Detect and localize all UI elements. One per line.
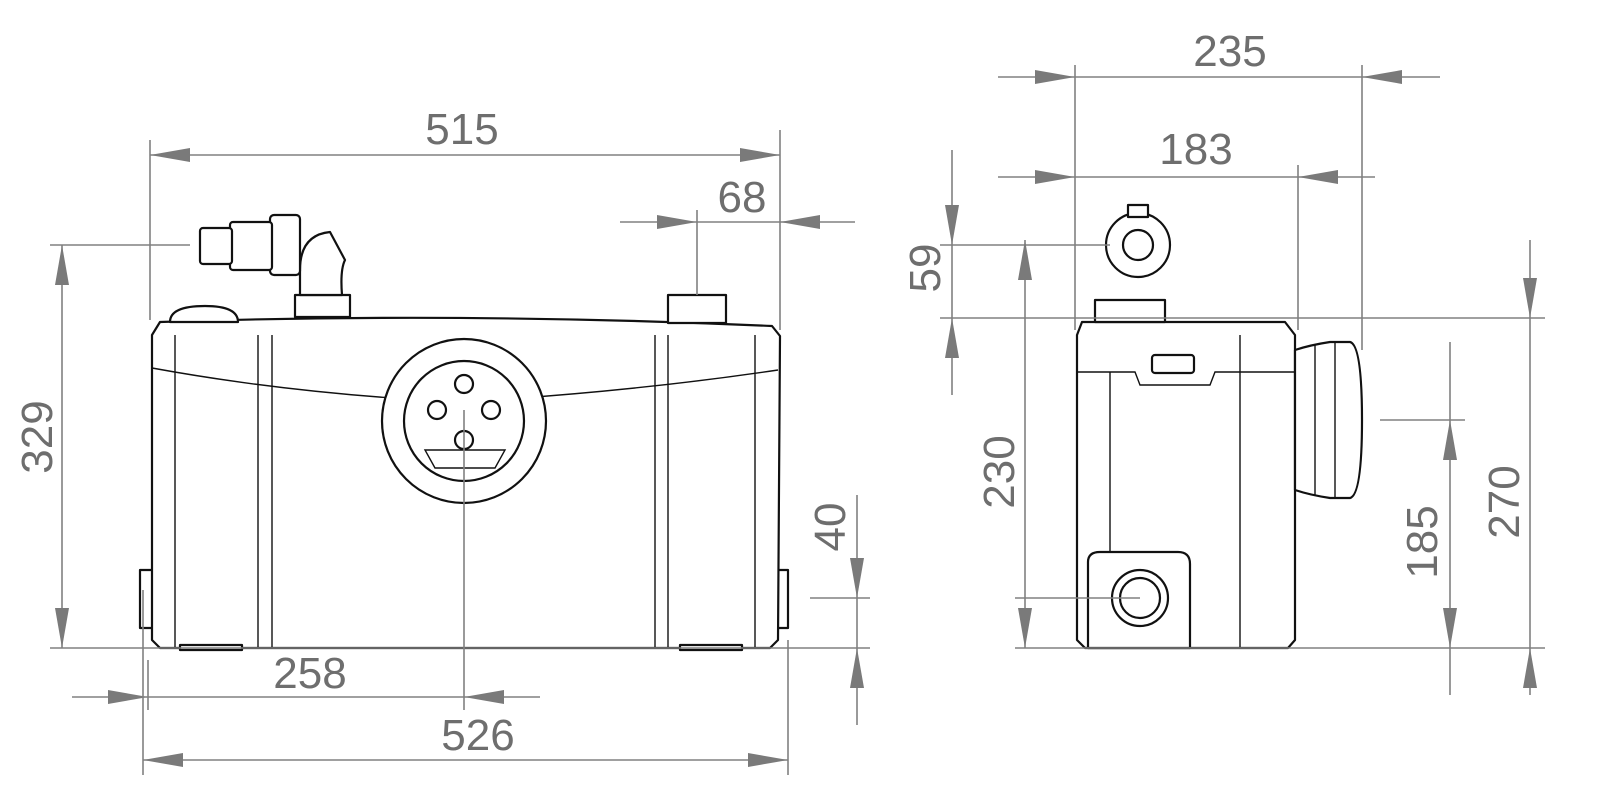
arrowhead (1523, 278, 1537, 318)
arrowhead (464, 690, 504, 704)
dim-label-235: 235 (1193, 27, 1266, 76)
arrowhead (1443, 608, 1457, 648)
arrowhead (1362, 70, 1402, 84)
dim-label-270: 270 (1480, 465, 1529, 538)
front-view (138, 213, 790, 652)
arrowhead (55, 608, 69, 648)
arrowhead (1018, 608, 1032, 648)
arrowhead (1018, 240, 1032, 280)
dim-label-526: 526 (441, 711, 514, 760)
dim-label-185: 185 (1398, 505, 1447, 578)
arrowhead (1443, 420, 1457, 460)
arrowhead (1035, 70, 1075, 84)
arrowhead (748, 753, 788, 767)
arrowhead (150, 148, 190, 162)
arrowhead (1523, 648, 1537, 688)
outlet-elbow (298, 230, 347, 297)
dim-label-59: 59 (901, 244, 950, 293)
arrowhead (55, 245, 69, 285)
arrowhead (850, 648, 864, 688)
arrowhead (740, 148, 780, 162)
arrowhead (143, 753, 183, 767)
arrowhead (1035, 170, 1075, 184)
arrowhead (1298, 170, 1338, 184)
arrowhead (945, 318, 959, 358)
dim-label-230: 230 (975, 435, 1024, 508)
dim-label-329: 329 (13, 400, 62, 473)
arrowhead (850, 558, 864, 598)
vent-stub (666, 293, 728, 325)
dimension-lines (50, 65, 1545, 775)
side-outlet-collar (1093, 298, 1167, 324)
outlet-collar (293, 293, 352, 319)
side-view (1075, 203, 1364, 650)
dim-label-68: 68 (718, 173, 767, 222)
arrowhead (945, 205, 959, 245)
dim-label-40: 40 (806, 503, 855, 552)
rear-inlet-bellows (1293, 340, 1364, 500)
dim-label-183: 183 (1159, 125, 1232, 174)
dim-label-515: 515 (425, 105, 498, 154)
arrowhead (780, 215, 820, 229)
lid-cap (168, 304, 240, 324)
arrowhead (657, 215, 697, 229)
dim-label-258: 258 (273, 649, 346, 698)
arrowhead (108, 690, 148, 704)
